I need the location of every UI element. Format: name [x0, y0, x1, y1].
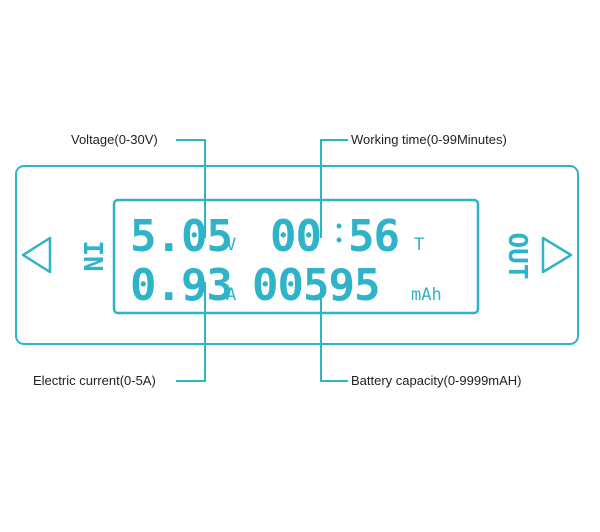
working-time-leader-line	[320, 139, 348, 238]
in-arrow-icon	[21, 236, 52, 274]
capacity-leader-line	[320, 282, 348, 382]
in-label: IN	[77, 240, 107, 271]
time-colon-dot	[336, 237, 342, 243]
current-callout: Electric current(0-5A)	[33, 373, 156, 388]
current-leader-line	[176, 282, 206, 382]
out-arrow-icon	[541, 236, 573, 274]
capacity-callout: Battery capacity(0-9999mAH)	[351, 373, 522, 388]
capacity-readout: 00595	[252, 260, 379, 311]
capacity-unit: mAh	[411, 285, 442, 305]
time-unit: T	[414, 235, 424, 255]
current-readout: 0.93	[130, 260, 232, 311]
lcd-screen	[112, 198, 480, 315]
current-unit: A	[226, 285, 236, 305]
voltage-unit: V	[226, 235, 236, 255]
voltage-readout: 5.05	[130, 211, 232, 262]
out-label: OUT	[502, 233, 532, 280]
time-seconds-readout: 56	[348, 211, 399, 262]
device-body	[15, 165, 579, 345]
voltage-leader-line	[176, 139, 206, 238]
time-minutes-readout: 00	[270, 211, 321, 262]
time-colon-dot	[336, 223, 342, 229]
working-time-callout: Working time(0-99Minutes)	[351, 132, 507, 147]
voltage-callout: Voltage(0-30V)	[71, 132, 158, 147]
